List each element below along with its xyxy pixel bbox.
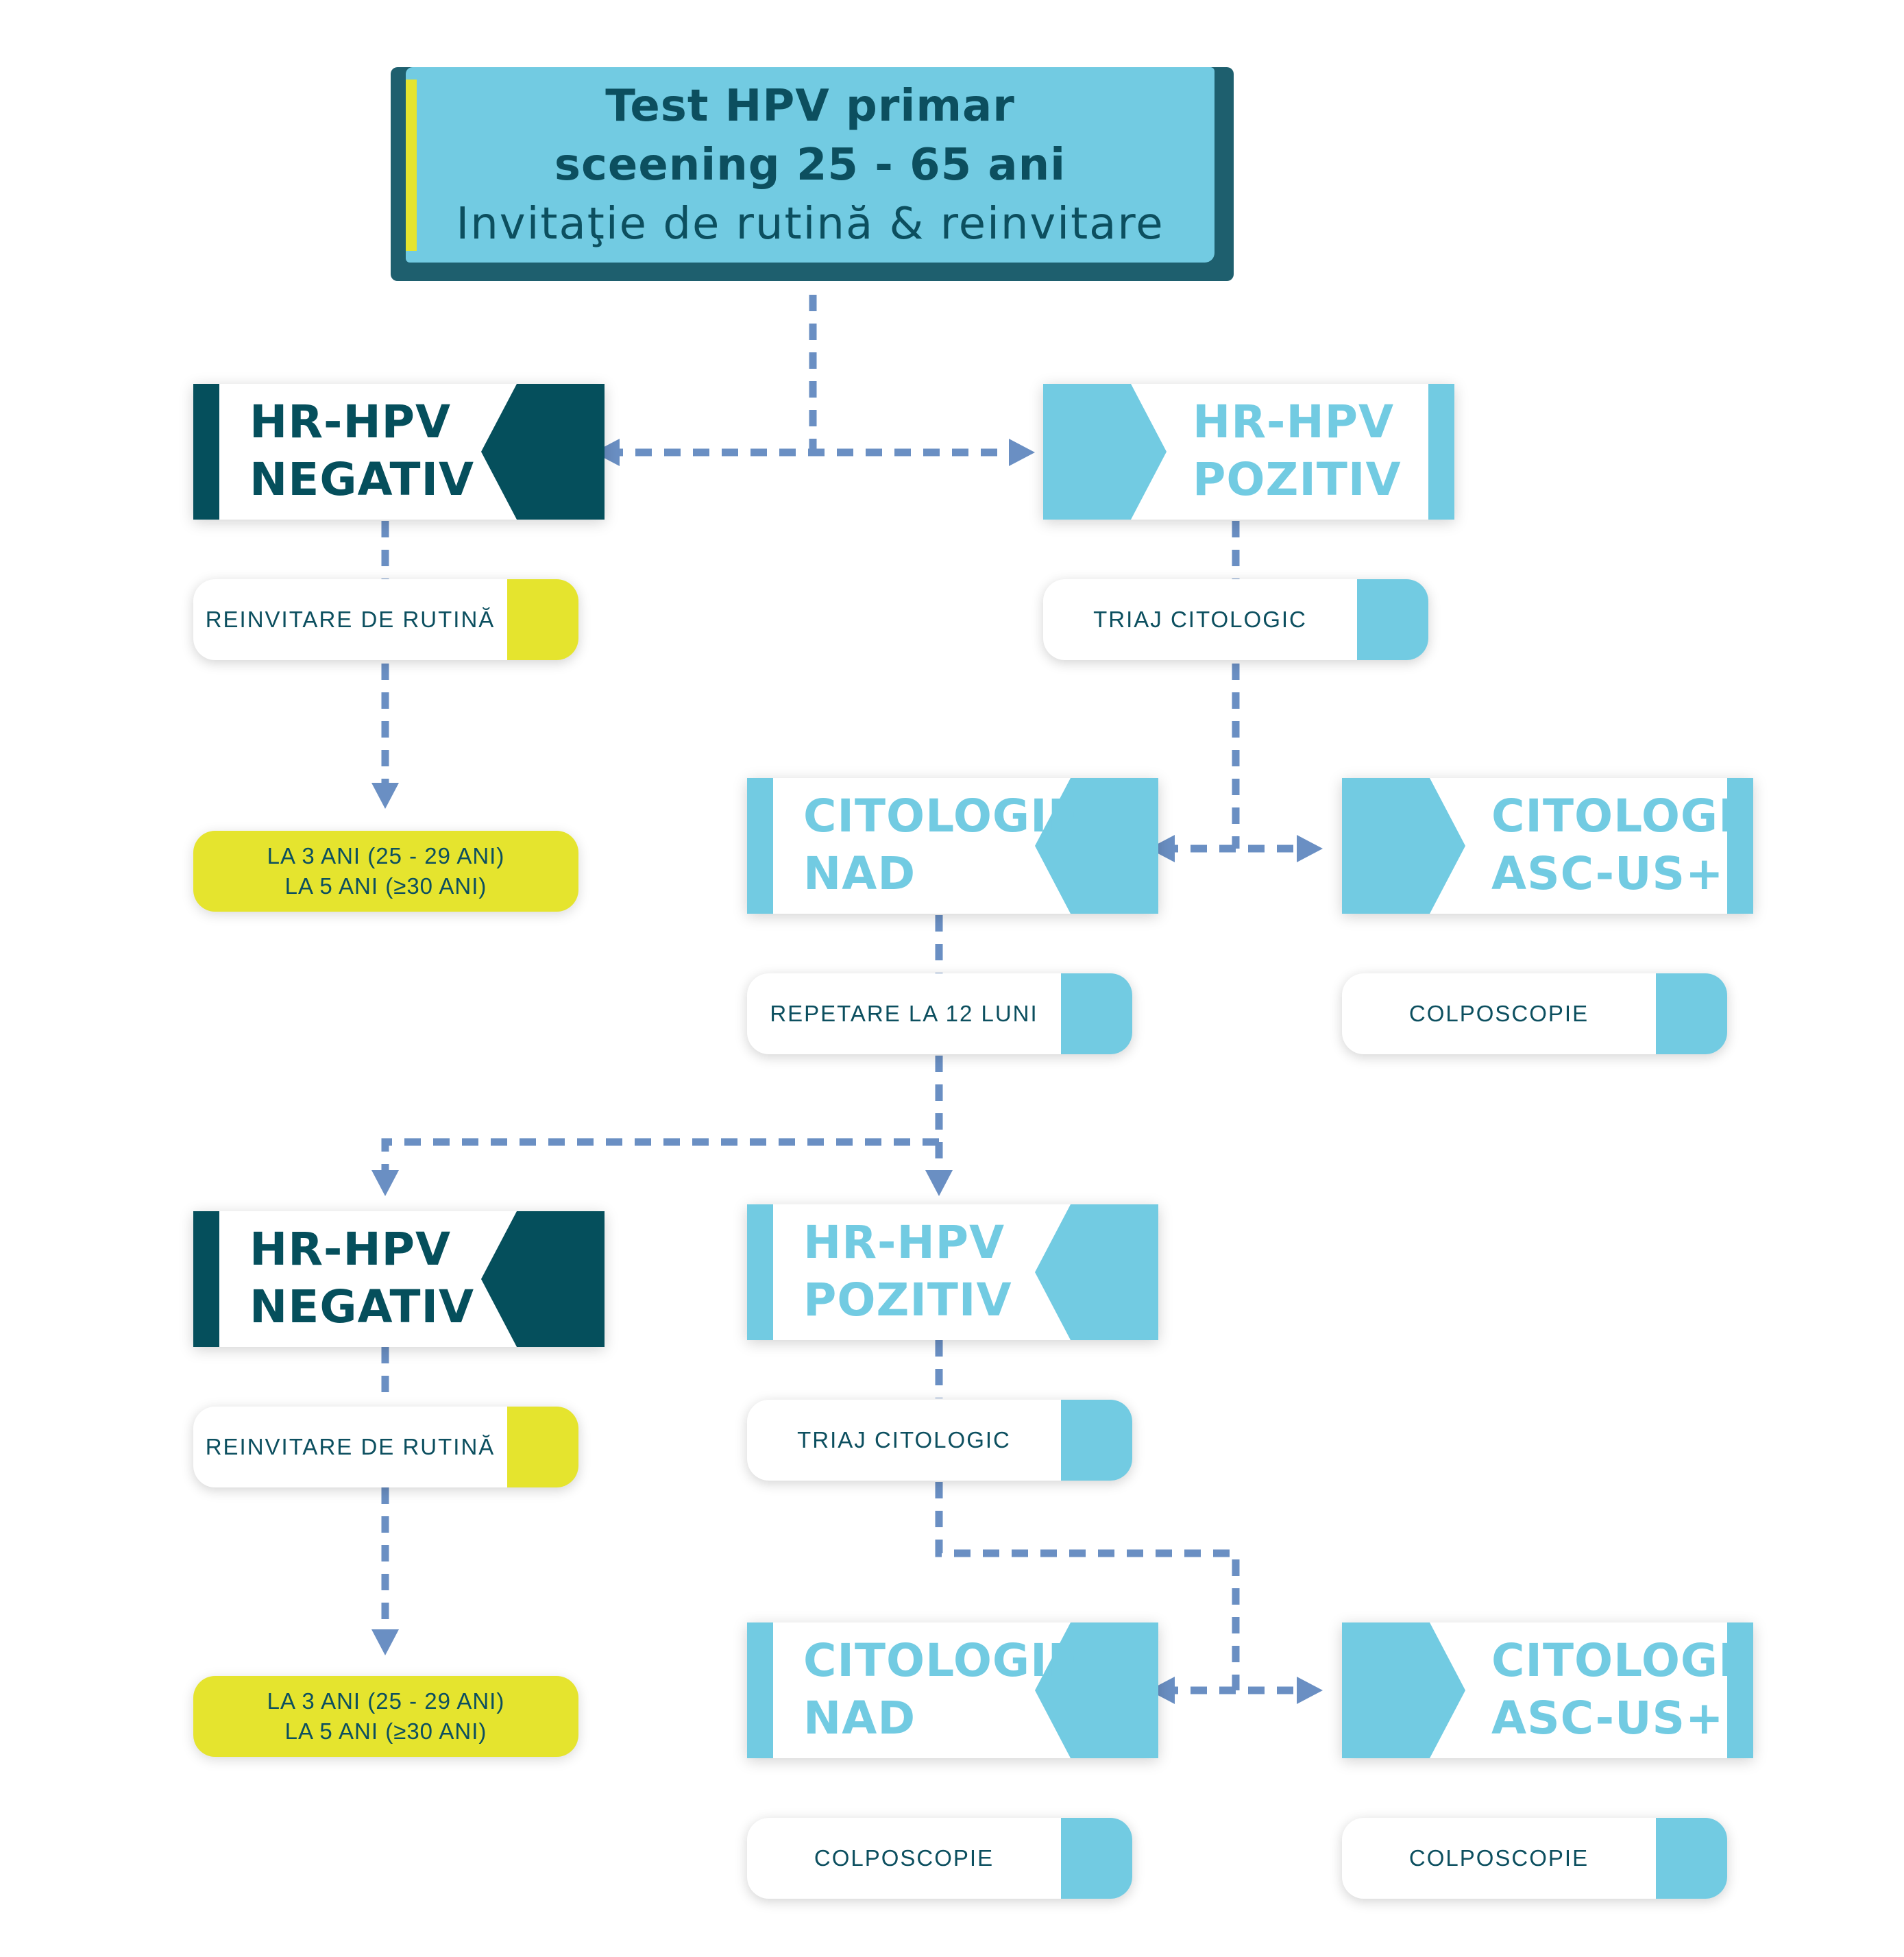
citologie-nad-label-1: CITOLOGIE NAD <box>803 788 1079 903</box>
interval-line1: LA 3 ANI (25 - 29 ANI) <box>267 843 505 868</box>
chevron-notch-shape <box>481 1211 605 1347</box>
hrhpv-pozitiv-box-1: HR-HPV POZITIV <box>1043 384 1454 520</box>
citologie-nad-line2: NAD <box>803 1692 916 1745</box>
citologie-nad-line1: CITOLOGIE <box>803 1634 1079 1687</box>
hrhpv-pozitiv-label-2: HR-HPV POZITIV <box>803 1214 1012 1329</box>
reinvitare-pill-2: REINVITARE DE RUTINĂ <box>193 1407 578 1487</box>
hrhpv-pozitiv-box-2: HR-HPV POZITIV <box>747 1204 1158 1340</box>
pill-cap-blue <box>1656 1818 1727 1899</box>
header-accent-bar <box>406 80 417 251</box>
interval-line1: LA 3 ANI (25 - 29 ANI) <box>267 1688 505 1714</box>
arrowhead-left-negativ-1 <box>594 439 620 466</box>
hrhpv-negativ-box-1: HR-HPV NEGATIV <box>193 384 605 520</box>
chevron-notch-shape <box>1035 1622 1158 1758</box>
colposcopie-pill-3: COLPOSCOPIE <box>1342 1818 1727 1899</box>
hrhpv-negativ-label-1: HR-HPV NEGATIV <box>249 393 474 509</box>
hrhpv-pozitiv-line2: POZITIV <box>803 1274 1012 1326</box>
colposcopie-pill-2: COLPOSCOPIE <box>747 1818 1132 1899</box>
chevron-arrow-shape <box>1342 1622 1465 1758</box>
interval-line2: LA 5 ANI (≥30 ANI) <box>284 1718 487 1744</box>
repetare-text: REPETARE LA 12 LUNI <box>770 1001 1038 1026</box>
chevron-arrow-shape <box>1342 778 1465 914</box>
colposcopie-text-3: COLPOSCOPIE <box>1408 1845 1589 1871</box>
hrhpv-pozitiv-label-1: HR-HPV POZITIV <box>1193 393 1402 509</box>
chevron-notch-shape <box>1035 778 1158 914</box>
arrowhead-down-interval-1 <box>371 783 399 809</box>
arrowhead-right-ascus-2 <box>1297 1677 1323 1704</box>
citologie-nad-line2: NAD <box>803 847 916 900</box>
colposcopie-pill-1: COLPOSCOPIE <box>1342 973 1727 1054</box>
pill-cap-blue <box>1061 973 1132 1054</box>
citologie-nad-box-1: CITOLOGIE NAD <box>747 778 1158 914</box>
interval-pill-2: LA 3 ANI (25 - 29 ANI) LA 5 ANI (≥30 ANI… <box>193 1676 578 1757</box>
pill-cap-blue <box>1656 973 1727 1054</box>
reinvitare-text-1: REINVITARE DE RUTINĂ <box>205 607 496 632</box>
hrhpv-negativ-line2: NEGATIV <box>249 453 475 506</box>
arrowhead-left-nad-2 <box>1149 1677 1175 1704</box>
arrowhead-down-interval-2 <box>371 1629 399 1655</box>
pill-cap-yellow <box>507 579 578 660</box>
citologie-ascus-line1: CITOLOGIE <box>1491 790 1753 842</box>
arrowhead-left-nad-1 <box>1149 835 1175 862</box>
citologie-nad-box-2: CITOLOGIE NAD <box>747 1622 1158 1758</box>
colposcopie-text-1: COLPOSCOPIE <box>1408 1001 1589 1026</box>
colposcopie-text-2: COLPOSCOPIE <box>814 1845 994 1871</box>
pill-cap-blue <box>1061 1400 1132 1481</box>
arrowhead-right-ascus-1 <box>1297 835 1323 862</box>
interval-pill-1: LA 3 ANI (25 - 29 ANI) LA 5 ANI (≥30 ANI… <box>193 831 578 912</box>
hrhpv-negativ-line1: HR-HPV <box>249 396 452 448</box>
citologie-ascus-label-1: CITOLOGIE ASC-US+ <box>1491 788 1753 903</box>
citologie-ascus-line2: ASC-US+ <box>1491 847 1724 900</box>
interval-line2: LA 5 ANI (≥30 ANI) <box>284 873 487 899</box>
hrhpv-negativ-box-2: HR-HPV NEGATIV <box>193 1211 605 1347</box>
repetare-12-luni-pill: REPETARE LA 12 LUNI <box>747 973 1132 1054</box>
citologie-ascus-label-2: CITOLOGIE ASC-US+ <box>1491 1632 1753 1747</box>
header-subtitle: sceening 25 - 65 ani <box>554 139 1066 191</box>
header-description: Invitaţie de rutină & reinvitare <box>456 198 1164 250</box>
arrowhead-down-pozitiv-2 <box>925 1170 953 1196</box>
hrhpv-pozitiv-line1: HR-HPV <box>1193 396 1395 448</box>
citologie-ascus-line1: CITOLOGIE <box>1491 1634 1753 1687</box>
citologie-ascus-box-1: CITOLOGIE ASC-US+ <box>1342 778 1753 914</box>
reinvitare-pill-1: REINVITARE DE RUTINĂ <box>193 579 578 660</box>
chevron-arrow-shape <box>1043 384 1167 520</box>
header-inner: Test HPV primar sceening 25 - 65 ani Inv… <box>406 67 1215 263</box>
triaj-citologic-pill-1: TRIAJ CITOLOGIC <box>1043 579 1428 660</box>
header-title: Test HPV primar <box>605 80 1015 132</box>
header-box: Test HPV primar sceening 25 - 65 ani Inv… <box>391 67 1234 281</box>
chevron-notch-shape <box>481 384 605 520</box>
hrhpv-pozitiv-line1: HR-HPV <box>803 1216 1005 1269</box>
citologie-nad-line1: CITOLOGIE <box>803 790 1079 842</box>
pill-cap-yellow <box>507 1407 578 1487</box>
pill-cap-blue <box>1061 1818 1132 1899</box>
connector-triaj2-route <box>935 1482 1240 1690</box>
arrowhead-down-negativ-2 <box>371 1170 399 1196</box>
triaj-citologic-text-1: TRIAJ CITOLOGIC <box>1093 607 1307 632</box>
triaj-citologic-text-2: TRIAJ CITOLOGIC <box>797 1427 1011 1452</box>
reinvitare-text-2: REINVITARE DE RUTINĂ <box>205 1434 496 1459</box>
pill-cap-blue <box>1357 579 1428 660</box>
triaj-citologic-pill-2: TRIAJ CITOLOGIC <box>747 1400 1132 1481</box>
hrhpv-negativ-line1: HR-HPV <box>249 1223 452 1276</box>
hrhpv-negativ-label-2: HR-HPV NEGATIV <box>249 1221 474 1336</box>
arrowhead-right-pozitiv-1 <box>1009 439 1035 466</box>
connector-branch-to-negativ-2 <box>381 1138 939 1176</box>
hrhpv-pozitiv-line2: POZITIV <box>1193 453 1402 506</box>
citologie-ascus-line2: ASC-US+ <box>1491 1692 1724 1745</box>
chevron-notch-shape <box>1035 1204 1158 1340</box>
hrhpv-negativ-line2: NEGATIV <box>249 1280 475 1333</box>
citologie-ascus-box-2: CITOLOGIE ASC-US+ <box>1342 1622 1753 1758</box>
citologie-nad-label-2: CITOLOGIE NAD <box>803 1632 1079 1747</box>
